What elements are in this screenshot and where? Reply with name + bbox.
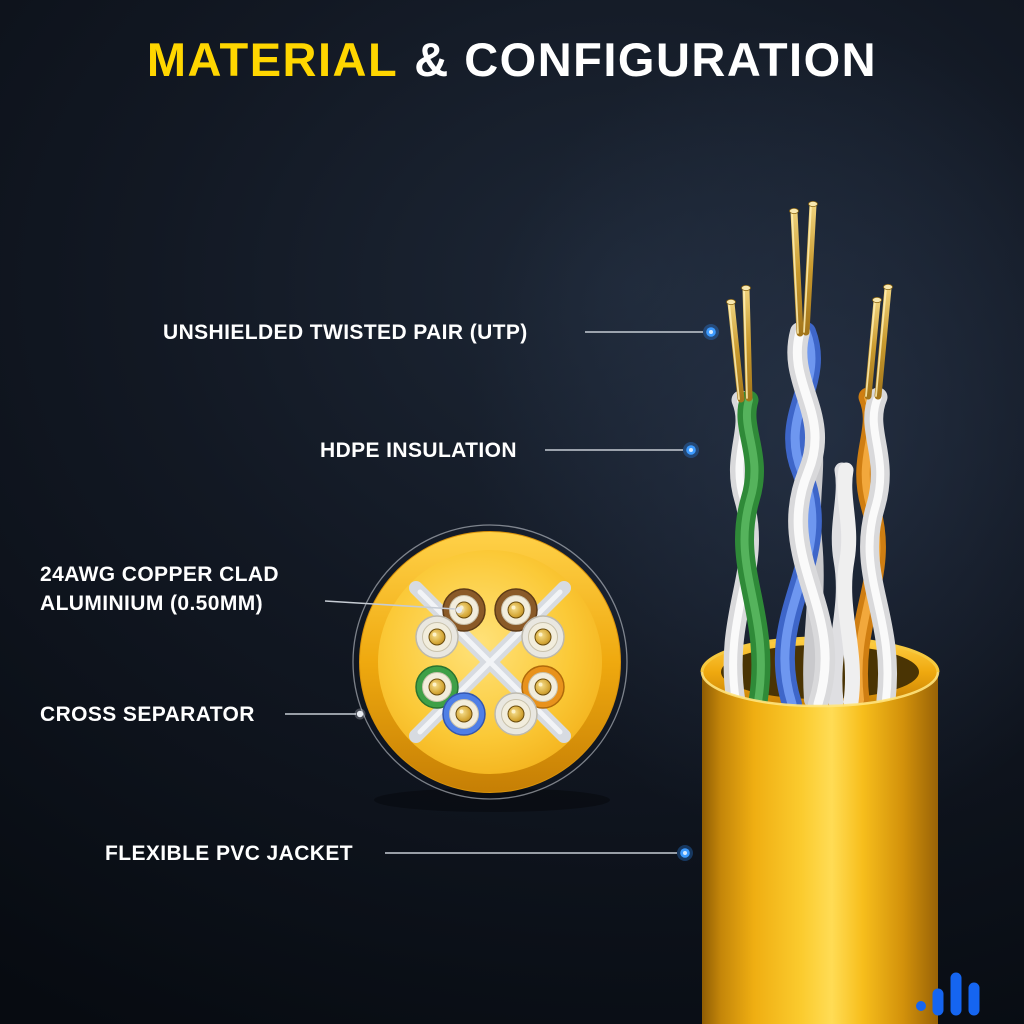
conductor-green <box>415 665 459 709</box>
twisted-pair-wires <box>723 322 898 714</box>
conductor-white-bottom <box>494 692 538 736</box>
copper-conductor-tips <box>726 200 893 403</box>
conductor-brown-2 <box>494 588 538 632</box>
pair-white-white <box>827 462 861 710</box>
leader-lines <box>285 331 703 854</box>
callout-pvc-jacket: FLEXIBLE PVC JACKET <box>105 841 353 867</box>
pair-green-white <box>723 390 771 712</box>
callout-hdpe-dot <box>683 442 699 458</box>
callout-hdpe-label: HDPE INSULATION <box>320 439 517 462</box>
jacket-cut-edge <box>700 671 940 708</box>
inset-outline-ring <box>352 524 628 800</box>
conductor-brown-1 <box>442 588 486 632</box>
callout-pvc-dot <box>677 845 693 861</box>
callout-pvc-jacket-label: FLEXIBLE PVC JACKET <box>105 842 353 865</box>
title-highlight: MATERIAL <box>146 33 399 86</box>
callout-awg-line <box>324 600 456 610</box>
pair-orange-white <box>848 387 898 710</box>
pvc-jacket <box>702 672 938 1024</box>
conductor-blue <box>442 692 486 736</box>
callout-utp: UNSHIELDED TWISTED PAIR (UTP) <box>163 320 528 346</box>
inset-shadow <box>374 788 610 812</box>
callout-awg: 24AWG COPPER CLAD ALUMINIUM (0.50MM) <box>40 561 360 619</box>
title-rest: & CONFIGURATION <box>414 33 878 86</box>
cross-section-inset <box>352 524 628 812</box>
callout-hdpe: HDPE INSULATION <box>320 438 517 464</box>
callout-cross-separator: CROSS SEPARATOR <box>40 702 255 728</box>
conductor-white-left <box>415 615 459 659</box>
callout-utp-label: UNSHIELDED TWISTED PAIR (UTP) <box>163 321 528 344</box>
pair-blue-white <box>774 322 836 714</box>
page-title: MATERIAL & CONFIGURATION <box>0 34 1024 86</box>
cable-cutaway <box>700 200 940 1024</box>
callout-utp-dot <box>703 324 719 340</box>
brand-logo <box>916 972 980 1016</box>
callout-cross-separator-label: CROSS SEPARATOR <box>40 703 255 726</box>
callout-cross-dot <box>354 708 366 720</box>
conductors <box>415 588 565 736</box>
pointer-dots <box>354 324 719 861</box>
conductor-white-right <box>521 615 565 659</box>
callout-awg-dot <box>453 604 465 616</box>
callout-awg-label: 24AWG COPPER CLAD ALUMINIUM (0.50MM) <box>40 563 279 615</box>
conductor-orange <box>521 665 565 709</box>
